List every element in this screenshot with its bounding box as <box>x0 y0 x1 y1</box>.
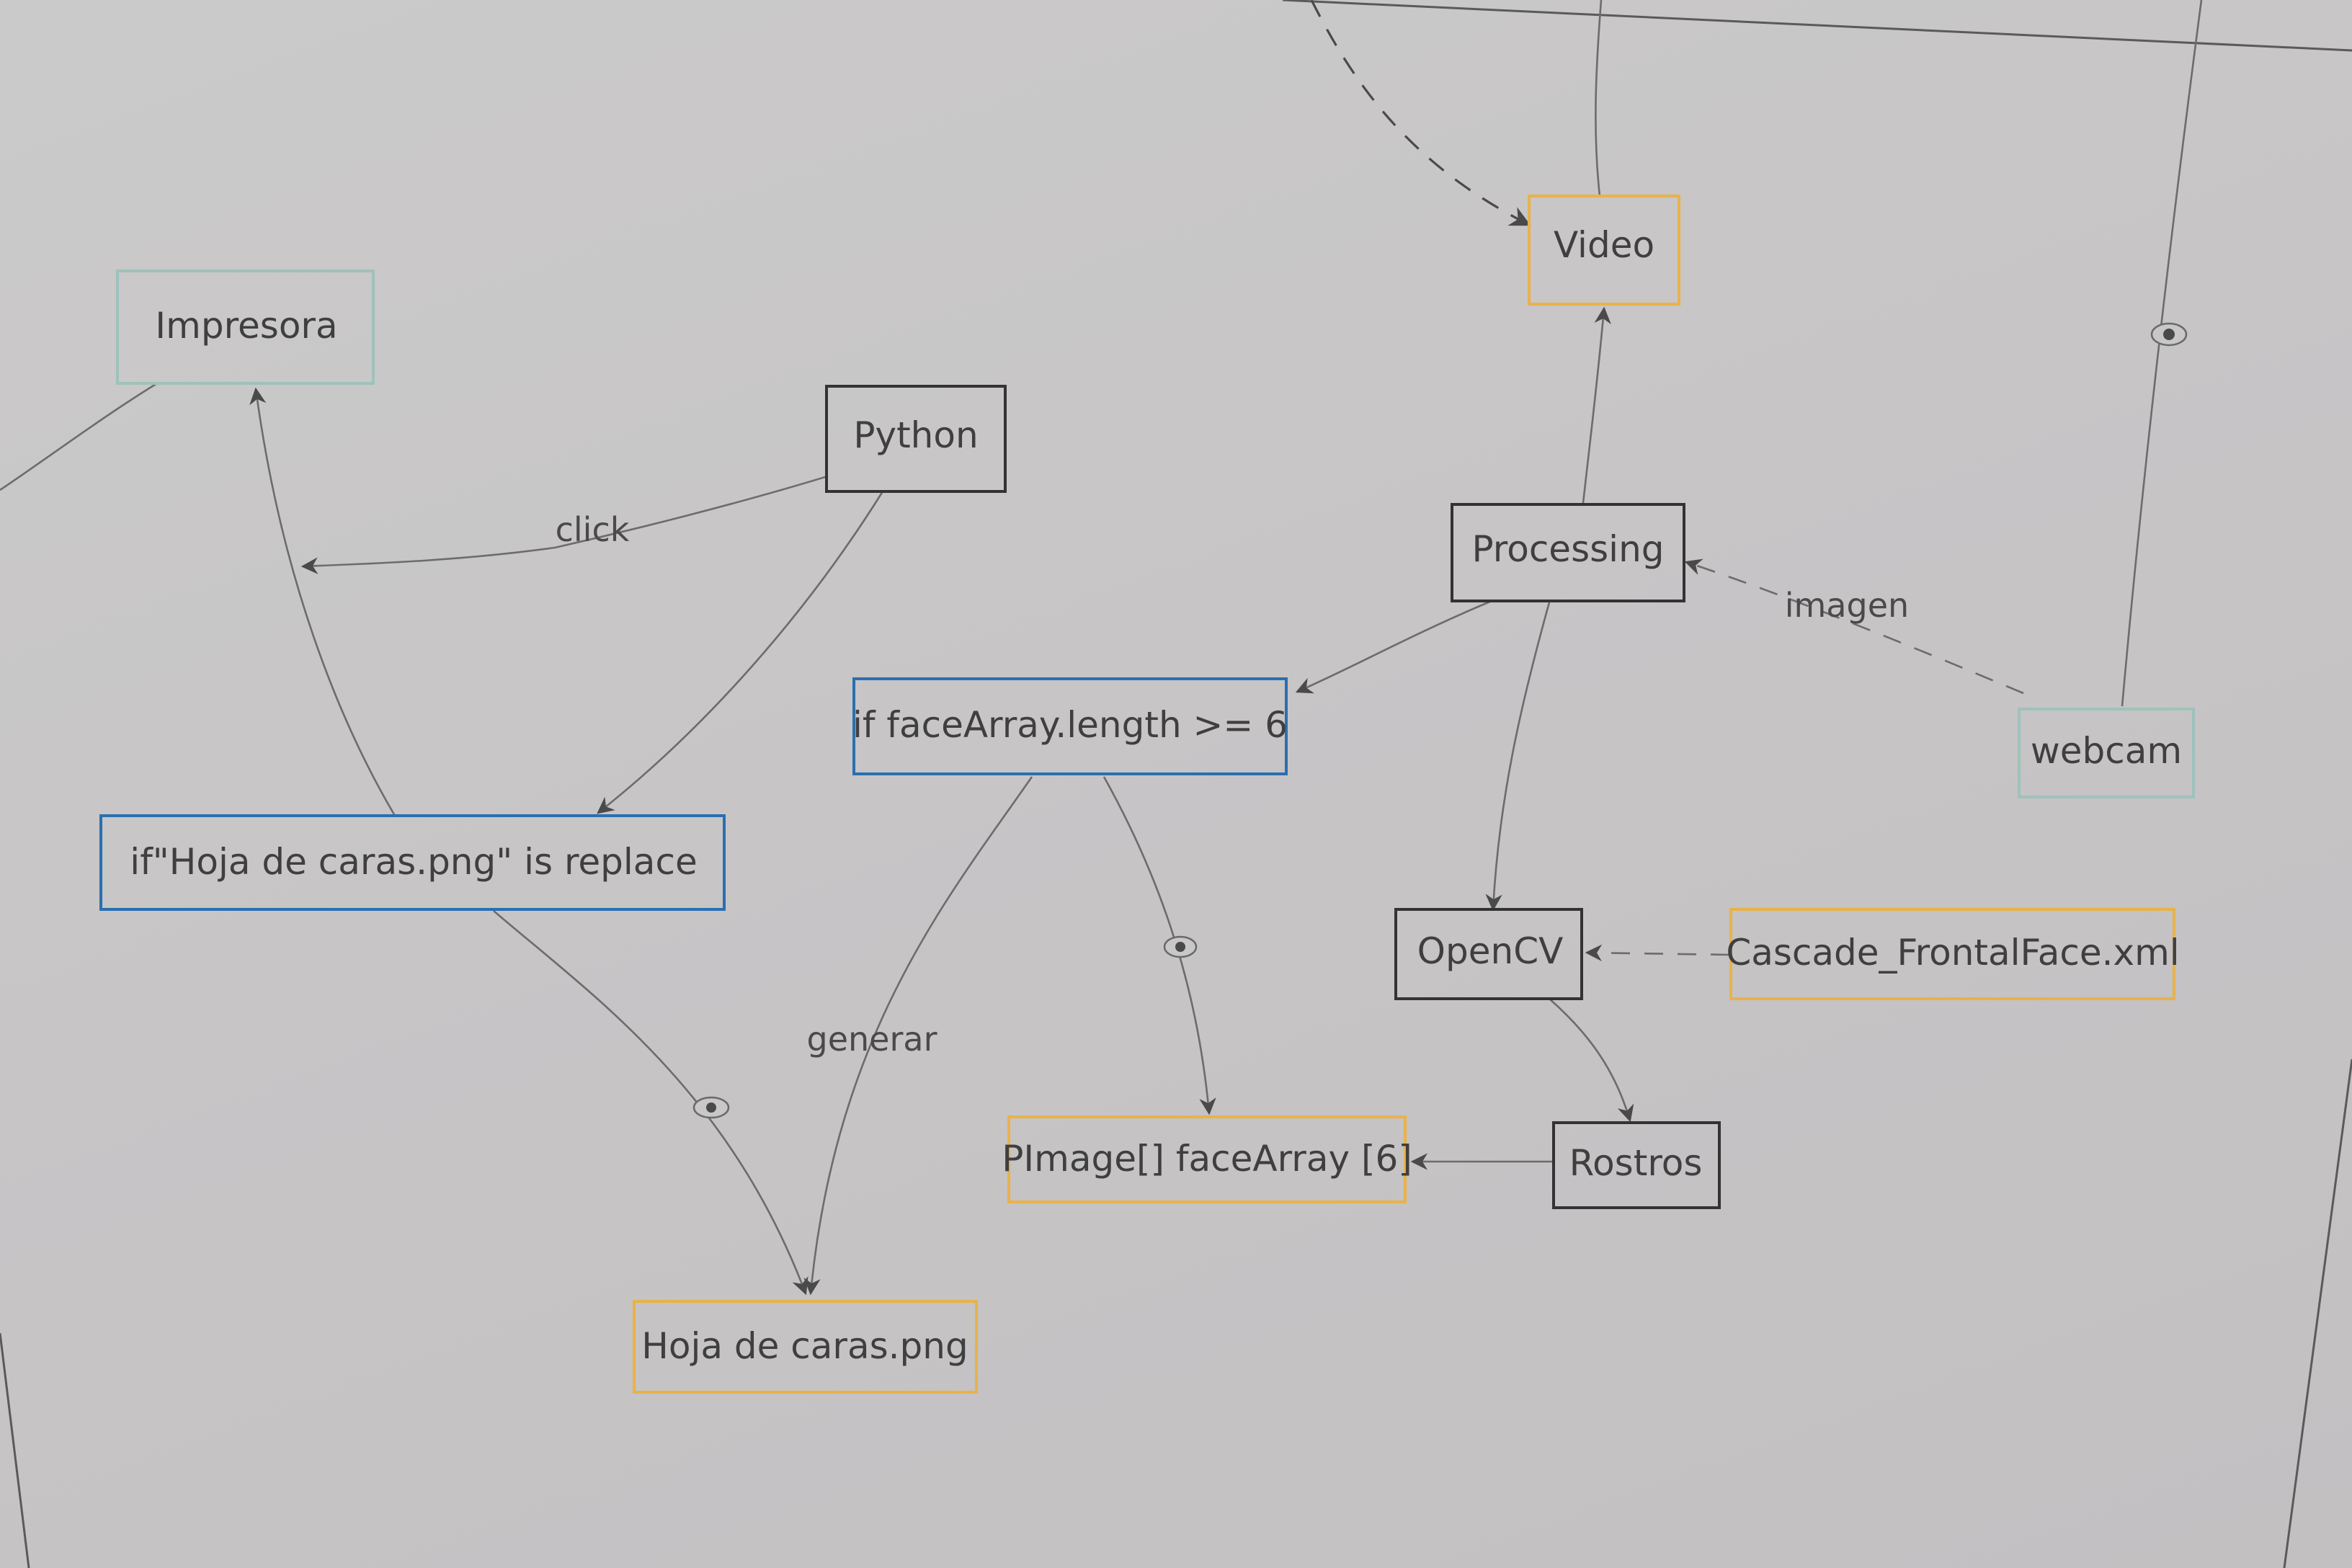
frame-left-line <box>0 1332 30 1568</box>
node-label: Video <box>1554 224 1654 266</box>
node-box <box>116 270 375 385</box>
edge-webcam-processing <box>1684 558 2024 695</box>
edge-if-face-pimage <box>1102 776 1216 1115</box>
node-hoja-de-caras[interactable]: Hoja de caras.png <box>633 1300 978 1394</box>
edge-label-click: click <box>556 510 630 549</box>
eye-icon <box>1163 935 1198 958</box>
node-box <box>2018 708 2195 798</box>
edges <box>0 0 2203 1296</box>
node-label: Impresora <box>155 305 337 347</box>
edge-opencv-rostros <box>1549 998 1634 1123</box>
edge-processing-if-face <box>1295 600 1492 694</box>
edge-external-video <box>1310 0 1531 226</box>
node-box <box>1007 1115 1407 1203</box>
node-label: if"Hoja de caras.png" is replace <box>130 841 697 883</box>
eye-icon <box>2150 322 2188 347</box>
eye-icon <box>692 1096 730 1119</box>
edge-impresora-external <box>0 382 158 491</box>
node-python[interactable]: Python <box>825 385 1007 493</box>
node-label: Rostros <box>1569 1142 1703 1184</box>
node-box <box>1552 1121 1721 1209</box>
node-cascade[interactable]: Cascade_FrontalFace.xml <box>1726 908 2180 1000</box>
edge-label-generar: generar <box>807 1020 937 1059</box>
node-pimage[interactable]: PImage[] faceArray [6] <box>1002 1115 1412 1203</box>
node-box <box>852 677 1288 775</box>
frame-right-line <box>2283 1059 2352 1568</box>
node-label: Processing <box>1472 528 1665 570</box>
node-box <box>1394 908 1583 1000</box>
node-box <box>1528 195 1680 306</box>
node-rostros[interactable]: Rostros <box>1552 1121 1721 1209</box>
edge-if-hoja-impresora <box>249 387 396 816</box>
edge-video-external <box>1595 0 1603 197</box>
node-box <box>99 814 726 911</box>
edge-labels: click generar imagen <box>556 510 1910 1059</box>
edge-if-face-hoja <box>803 776 1033 1296</box>
nodes: Video Impresora Python Processing if fac… <box>99 195 2195 1394</box>
node-label: Python <box>853 414 978 456</box>
node-processing[interactable]: Processing <box>1451 503 1685 602</box>
edge-if-hoja-hoja <box>493 910 808 1296</box>
node-label: PImage[] faceArray [6] <box>1002 1138 1412 1180</box>
node-label: Cascade_FrontalFace.xml <box>1726 932 2179 974</box>
node-video[interactable]: Video <box>1528 195 1680 306</box>
node-box <box>825 385 1007 493</box>
edge-processing-opencv <box>1485 602 1551 912</box>
node-label: OpenCV <box>1417 930 1564 972</box>
edge-webcam-external <box>2121 0 2203 707</box>
eye-markers <box>692 322 2188 1119</box>
node-if-hoja[interactable]: if"Hoja de caras.png" is replace <box>99 814 726 911</box>
node-if-facearray[interactable]: if faceArray.length >= 6 <box>852 677 1288 775</box>
edge-python-if-hoja <box>597 491 884 814</box>
frame-top-line <box>1282 0 2352 52</box>
edge-python-impresora <box>300 476 826 574</box>
edge-cascade-opencv <box>1585 944 1730 962</box>
node-label: Hoja de caras.png <box>641 1325 968 1367</box>
node-box <box>1451 503 1685 602</box>
node-box <box>1729 908 2175 1000</box>
node-webcam[interactable]: webcam <box>2018 708 2195 798</box>
node-opencv[interactable]: OpenCV <box>1394 908 1583 1000</box>
node-impresora[interactable]: Impresora <box>116 270 375 385</box>
node-label: if faceArray.length >= 6 <box>852 704 1288 746</box>
edge-label-imagen: imagen <box>1785 586 1909 625</box>
node-label: webcam <box>2031 730 2182 772</box>
edge-processing-video <box>1582 306 1611 504</box>
node-box <box>633 1300 978 1394</box>
